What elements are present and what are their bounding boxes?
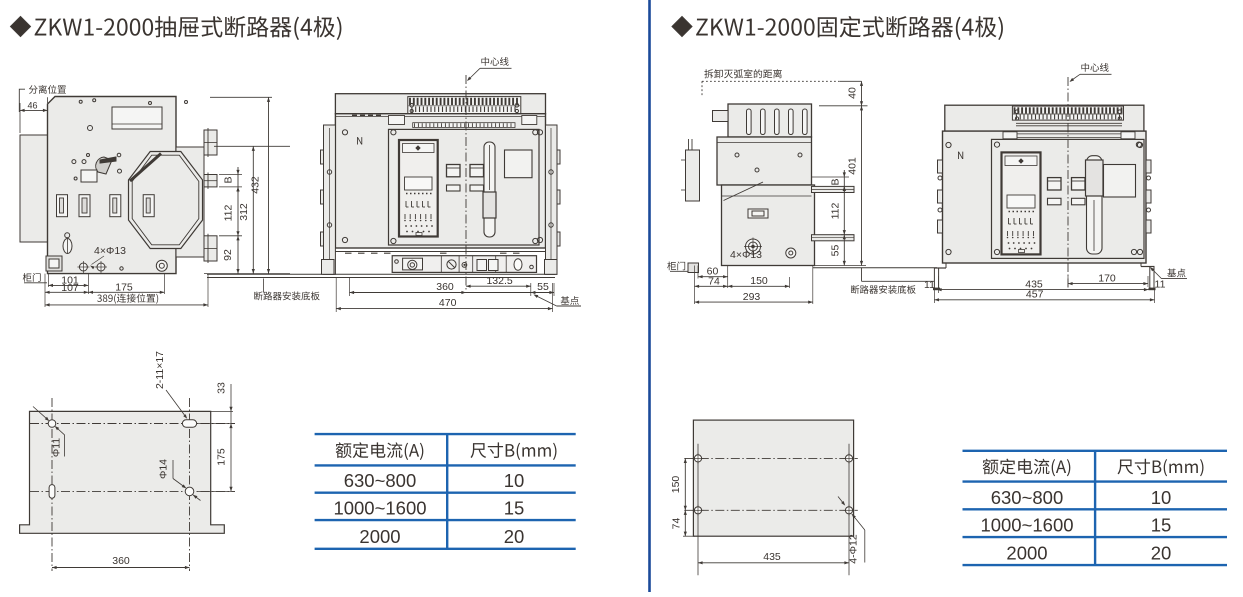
svg-text:470: 470 xyxy=(439,297,457,309)
svg-text:40: 40 xyxy=(847,87,859,99)
svg-text:4-Φ12: 4-Φ12 xyxy=(848,534,860,564)
svg-text:15: 15 xyxy=(1151,515,1172,536)
svg-text:1000~1600: 1000~1600 xyxy=(980,515,1073,536)
svg-text:112: 112 xyxy=(223,204,235,221)
svg-text:175: 175 xyxy=(115,281,133,293)
svg-text:432: 432 xyxy=(249,176,261,194)
svg-text:175: 175 xyxy=(216,448,228,466)
svg-text:74: 74 xyxy=(708,276,720,288)
svg-text:107: 107 xyxy=(61,282,79,294)
svg-text:150: 150 xyxy=(670,476,682,494)
svg-text:170: 170 xyxy=(1098,272,1116,284)
svg-text:11: 11 xyxy=(924,279,935,291)
svg-text:B: B xyxy=(223,176,235,183)
svg-text:401: 401 xyxy=(847,157,859,175)
svg-text:10: 10 xyxy=(1151,487,1172,508)
svg-text:132.5: 132.5 xyxy=(486,275,512,287)
svg-text:4×Φ13: 4×Φ13 xyxy=(94,245,126,257)
svg-text:Φ14: Φ14 xyxy=(158,459,170,479)
svg-text:10: 10 xyxy=(504,470,525,491)
svg-text:360: 360 xyxy=(436,281,454,293)
svg-text:55: 55 xyxy=(830,245,842,257)
svg-text:15: 15 xyxy=(504,498,525,519)
svg-text:150: 150 xyxy=(750,275,768,287)
svg-text:101: 101 xyxy=(61,274,79,286)
svg-text:457: 457 xyxy=(1026,289,1044,301)
svg-text:435: 435 xyxy=(1025,278,1043,290)
svg-text:293: 293 xyxy=(743,291,761,303)
svg-text:92: 92 xyxy=(222,249,234,261)
svg-text:60: 60 xyxy=(707,266,719,278)
svg-text:4×Φ13: 4×Φ13 xyxy=(730,249,762,261)
svg-text:360: 360 xyxy=(112,555,130,567)
svg-text:2-11×17: 2-11×17 xyxy=(154,351,166,389)
svg-text:2000: 2000 xyxy=(1006,543,1047,564)
svg-text:55: 55 xyxy=(537,281,549,293)
svg-text:112: 112 xyxy=(830,202,842,219)
svg-text:20: 20 xyxy=(1151,543,1172,564)
svg-text:B: B xyxy=(830,178,842,185)
svg-text:20: 20 xyxy=(504,526,525,547)
svg-text:630~800: 630~800 xyxy=(344,470,417,491)
svg-text:Φ11: Φ11 xyxy=(51,438,63,457)
svg-text:46: 46 xyxy=(27,101,37,111)
svg-text:312: 312 xyxy=(238,203,250,221)
svg-text:33: 33 xyxy=(216,382,228,394)
svg-text:1000~1600: 1000~1600 xyxy=(333,498,426,519)
svg-text:630~800: 630~800 xyxy=(991,487,1064,508)
svg-text:435: 435 xyxy=(763,551,781,563)
svg-text:11: 11 xyxy=(1155,279,1166,291)
svg-text:2000: 2000 xyxy=(359,526,400,547)
svg-text:74: 74 xyxy=(671,518,683,530)
